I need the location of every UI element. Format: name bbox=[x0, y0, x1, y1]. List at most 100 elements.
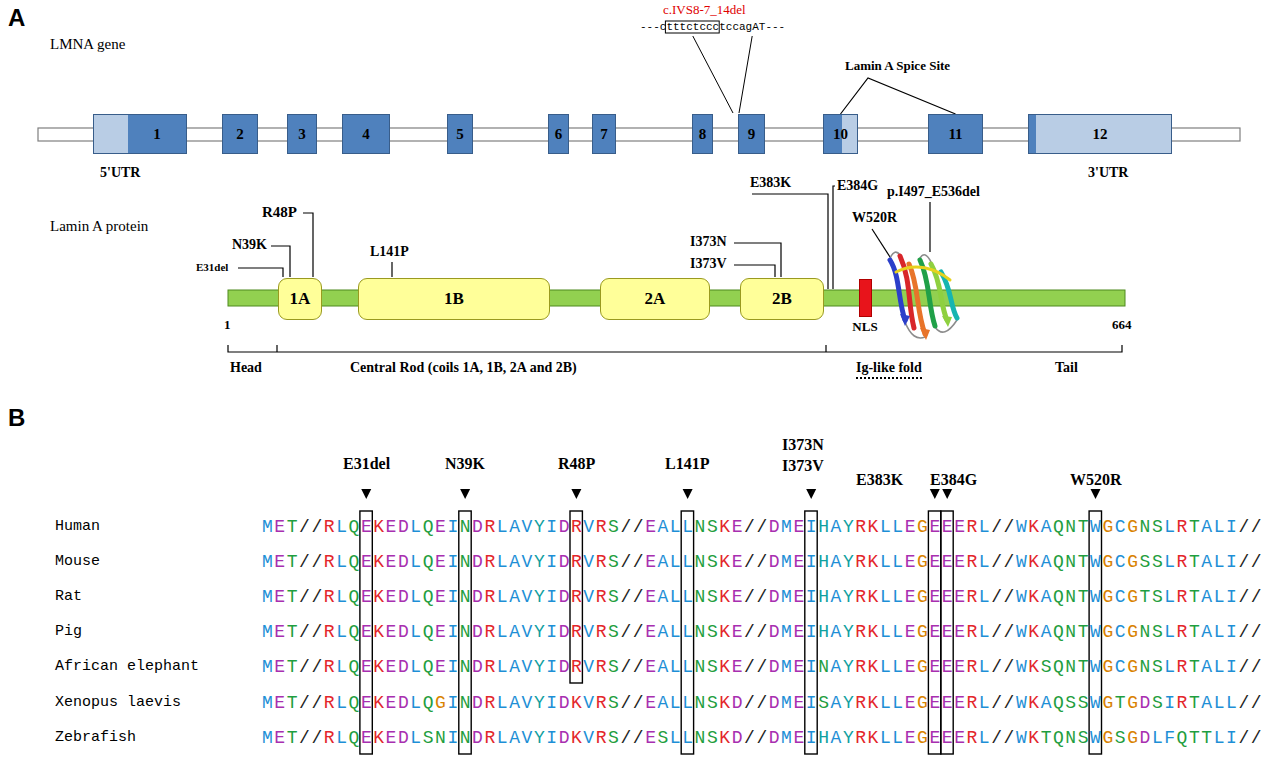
residue: M bbox=[262, 657, 274, 677]
sequence-row: MET//RLQEKEDLQEINDRLAVYIDRVRS//EALLNSKE/… bbox=[262, 516, 1263, 538]
residue: L bbox=[336, 517, 348, 537]
residue: L bbox=[410, 587, 422, 607]
residue: L bbox=[682, 552, 694, 572]
residue: I bbox=[806, 657, 818, 677]
residue: I bbox=[806, 587, 818, 607]
residue: L bbox=[410, 728, 422, 748]
residue: E bbox=[954, 552, 966, 572]
residue: H bbox=[818, 517, 830, 537]
exon-number: 8 bbox=[699, 126, 707, 143]
residue: K bbox=[373, 657, 385, 677]
residue: / bbox=[744, 587, 756, 607]
residue: L bbox=[682, 657, 694, 677]
residue: S bbox=[1152, 693, 1164, 713]
residue: / bbox=[633, 587, 645, 607]
residue: N bbox=[460, 728, 472, 748]
exon-box: 10 bbox=[823, 114, 858, 154]
residue: G bbox=[917, 517, 929, 537]
panel-letter: A bbox=[8, 4, 25, 32]
residue: W bbox=[1090, 517, 1102, 537]
residue: K bbox=[868, 587, 880, 607]
species-name: African elephant bbox=[55, 658, 199, 675]
residue: D bbox=[1140, 693, 1152, 713]
residue: E bbox=[929, 587, 941, 607]
residue: T bbox=[287, 728, 299, 748]
residue: M bbox=[781, 552, 793, 572]
residue: K bbox=[719, 622, 731, 642]
residue: E bbox=[732, 587, 744, 607]
residue: Y bbox=[843, 657, 855, 677]
residue: E bbox=[361, 552, 373, 572]
residue: E bbox=[929, 622, 941, 642]
residue: E bbox=[645, 728, 657, 748]
residue: E bbox=[274, 517, 286, 537]
residue: D bbox=[559, 587, 571, 607]
nls-label: NLS bbox=[845, 320, 885, 334]
residue: K bbox=[1028, 693, 1040, 713]
residue: W bbox=[1016, 622, 1028, 642]
residue: N bbox=[1065, 517, 1077, 537]
residue: T bbox=[1189, 728, 1201, 748]
residue: A bbox=[1041, 693, 1053, 713]
residue: T bbox=[1189, 657, 1201, 677]
residue: L bbox=[979, 517, 991, 537]
residue: K bbox=[1028, 552, 1040, 572]
utr-label: 3'UTR bbox=[1088, 165, 1128, 181]
residue: L bbox=[410, 657, 422, 677]
residue: L bbox=[497, 693, 509, 713]
leader-line bbox=[833, 186, 835, 289]
residue: A bbox=[658, 657, 670, 677]
residue: I bbox=[546, 587, 558, 607]
residue: N bbox=[460, 657, 472, 677]
residue: G bbox=[917, 622, 929, 642]
residue: Q bbox=[349, 517, 361, 537]
nls-marker: NLS bbox=[845, 279, 885, 335]
residue: Q bbox=[1053, 552, 1065, 572]
residue: E bbox=[905, 728, 917, 748]
residue: S bbox=[707, 693, 719, 713]
sequence-row: MET//RLQEKEDLQEINDRLAVYIDRVRS//EALLNSKE/… bbox=[262, 586, 1263, 608]
residue: A bbox=[831, 587, 843, 607]
residue: E bbox=[386, 517, 398, 537]
column-box bbox=[360, 511, 372, 754]
mutation-label: N39K bbox=[232, 237, 267, 253]
residue: A bbox=[509, 728, 521, 748]
residue: / bbox=[1238, 552, 1250, 572]
region-label: Head bbox=[230, 360, 262, 376]
residue: H bbox=[818, 552, 830, 572]
residue: E bbox=[274, 552, 286, 572]
domain-box: 2B bbox=[740, 278, 824, 320]
strand-head bbox=[900, 314, 910, 326]
residue: I bbox=[546, 552, 558, 572]
residue: S bbox=[1078, 693, 1090, 713]
residue: G bbox=[917, 693, 929, 713]
residue: Q bbox=[423, 622, 435, 642]
residue: A bbox=[1041, 622, 1053, 642]
residue: G bbox=[1102, 693, 1114, 713]
residue: S bbox=[608, 728, 620, 748]
residue: D bbox=[398, 657, 410, 677]
nls-bar bbox=[859, 279, 872, 317]
species-name: Zebrafish bbox=[55, 729, 136, 746]
residue: L bbox=[410, 693, 422, 713]
residue: L bbox=[979, 552, 991, 572]
residue: E bbox=[793, 552, 805, 572]
residue: S bbox=[608, 693, 620, 713]
residue: I bbox=[806, 517, 818, 537]
residue: / bbox=[991, 728, 1003, 748]
residue: / bbox=[299, 657, 311, 677]
exon-box: 4 bbox=[342, 114, 390, 154]
leader-line bbox=[303, 213, 313, 277]
residue: N bbox=[695, 587, 707, 607]
residue: / bbox=[744, 622, 756, 642]
residue: D bbox=[769, 693, 781, 713]
residue: I bbox=[447, 693, 459, 713]
residue: E bbox=[435, 587, 447, 607]
column-box bbox=[681, 511, 693, 754]
region-tick bbox=[276, 345, 277, 352]
residue: N bbox=[695, 657, 707, 677]
residue: / bbox=[1251, 552, 1263, 572]
strand-head bbox=[942, 316, 952, 327]
residue: G bbox=[1102, 657, 1114, 677]
residue: N bbox=[1065, 587, 1077, 607]
